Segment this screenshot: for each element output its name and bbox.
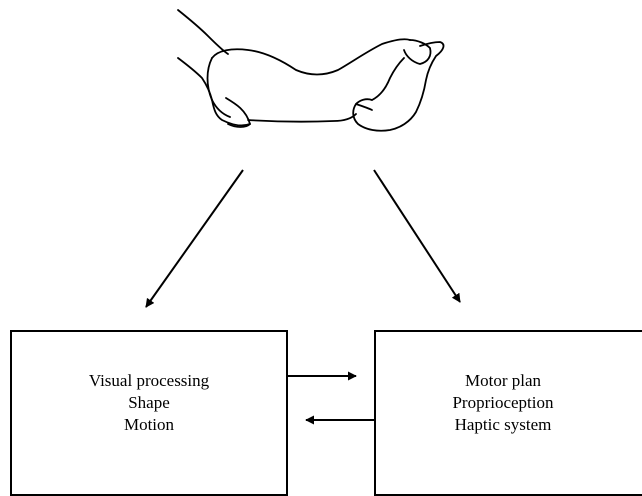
- motor-plan-box: Motor plan Proprioception Haptic system: [374, 330, 642, 496]
- held-object-sketch: [211, 38, 411, 76]
- arrow-to-motor: [373, 169, 461, 303]
- visual-processing-label: Visual processing: [88, 371, 210, 390]
- right-hand-sketch: [403, 39, 432, 65]
- proprioception-label: Proprioception: [452, 393, 554, 412]
- haptic-system-label: Haptic system: [454, 415, 552, 434]
- hands-illustration: [177, 9, 445, 132]
- visual-processing-box: Visual processing Shape Motion: [10, 330, 288, 496]
- motor-plan-label: Motor plan: [464, 371, 542, 390]
- left-hand-sketch: [177, 9, 229, 55]
- arrow-to-visual: [145, 169, 244, 308]
- shape-label: Shape: [128, 393, 170, 412]
- motion-label: Motion: [123, 415, 175, 434]
